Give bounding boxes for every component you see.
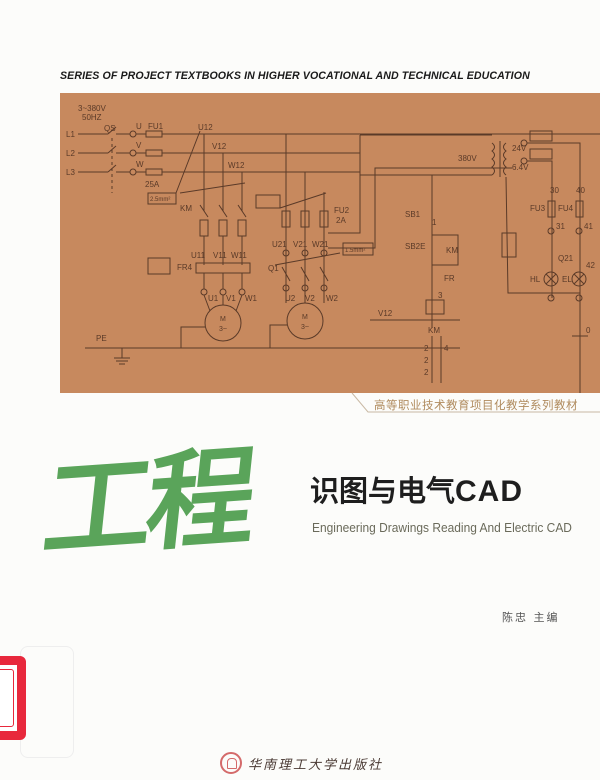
svg-text:V12: V12 [212,142,227,151]
svg-text:0: 0 [586,326,591,335]
svg-text:2.5mm²: 2.5mm² [150,197,170,203]
svg-text:2: 2 [424,344,429,353]
svg-text:HL: HL [530,275,541,284]
svg-text:U12: U12 [198,123,213,132]
svg-text:30: 30 [550,186,559,195]
svg-text:FR4: FR4 [177,263,193,272]
svg-text:Q1: Q1 [268,264,279,273]
series-title-cn: 高等职业技术教育项目化教学系列教材 [374,398,578,412]
svg-text:U2: U2 [285,294,296,303]
svg-text:KM: KM [446,246,458,255]
publisher-logo-icon [220,752,242,774]
svg-text:U11: U11 [191,251,206,260]
svg-text:U: U [136,122,142,131]
svg-text:SB2E: SB2E [405,242,425,251]
svg-text:M: M [302,314,308,321]
svg-text:L3: L3 [66,168,75,177]
svg-text:FU3: FU3 [530,204,546,213]
svg-text:KM: KM [180,204,192,213]
svg-text:W2: W2 [326,294,339,303]
library-label [0,656,26,740]
svg-text:W12: W12 [228,161,245,170]
svg-text:V1: V1 [226,294,236,303]
svg-text:V21: V21 [293,240,308,249]
svg-text:V: V [136,141,142,150]
series-title-en: SERIES OF PROJECT TEXTBOOKS IN HIGHER VO… [60,70,530,82]
svg-text:U21: U21 [272,240,287,249]
svg-text:V11: V11 [213,251,227,260]
book-title: 识图与电气CAD [310,468,523,510]
title-prefix: 工程 [37,435,257,574]
publisher-name: 华南理工大学出版社 [248,757,384,773]
svg-text:SB1: SB1 [405,210,421,219]
svg-text:KM: KM [428,326,440,335]
svg-text:FR: FR [444,274,455,283]
sticker-outline [20,646,74,758]
svg-text:3~: 3~ [219,326,227,333]
schematic-panel: 3~380V 50HZ L1 L2 L3 QS U V W FU1 25A 2.… [60,93,600,393]
svg-text:24V: 24V [512,144,527,153]
svg-text:M: M [220,316,226,323]
svg-text:50HZ: 50HZ [82,113,102,122]
svg-text:42: 42 [586,261,595,270]
svg-text:W: W [136,160,144,169]
svg-text:2: 2 [424,368,429,377]
svg-text:QS: QS [104,124,116,133]
svg-text:L1: L1 [66,130,75,139]
book-title-cad: CAD [455,475,524,508]
svg-text:6.4V: 6.4V [512,163,529,172]
svg-text:FU4: FU4 [558,204,574,213]
electrical-schematic: 3~380V 50HZ L1 L2 L3 QS U V W FU1 25A 2.… [66,104,600,393]
book-title-cn: 识图与电气 [310,474,456,508]
svg-text:31: 31 [556,222,565,231]
svg-text:25A: 25A [145,180,160,189]
svg-text:1: 1 [432,218,437,227]
svg-text:2: 2 [424,356,429,365]
svg-text:EL: EL [562,275,572,284]
svg-text:4: 4 [444,344,449,353]
book-subtitle-en: Engineering Drawings Reading And Electri… [312,520,572,535]
svg-text:3: 3 [438,291,443,300]
svg-text:380V: 380V [458,154,477,163]
svg-text:U1: U1 [208,294,219,303]
svg-text:W11: W11 [231,251,247,260]
publisher: 华南理工大学出版社 [220,752,383,774]
svg-text:V2: V2 [305,294,315,303]
svg-text:W21: W21 [312,240,329,249]
svg-text:3~: 3~ [301,324,309,331]
author: 陈忠 主编 [502,611,560,624]
svg-text:2A: 2A [336,216,346,225]
svg-text:PE: PE [96,334,107,343]
svg-text:FU1: FU1 [148,122,164,131]
svg-text:Q21: Q21 [558,254,574,263]
svg-text:FU2: FU2 [334,206,350,215]
svg-text:1.5mm²: 1.5mm² [345,248,365,254]
svg-text:V12: V12 [378,309,393,318]
svg-text:L2: L2 [66,149,75,158]
svg-text:3~380V: 3~380V [78,104,106,113]
svg-text:40: 40 [576,186,585,195]
svg-text:W1: W1 [245,294,258,303]
svg-text:41: 41 [584,222,593,231]
